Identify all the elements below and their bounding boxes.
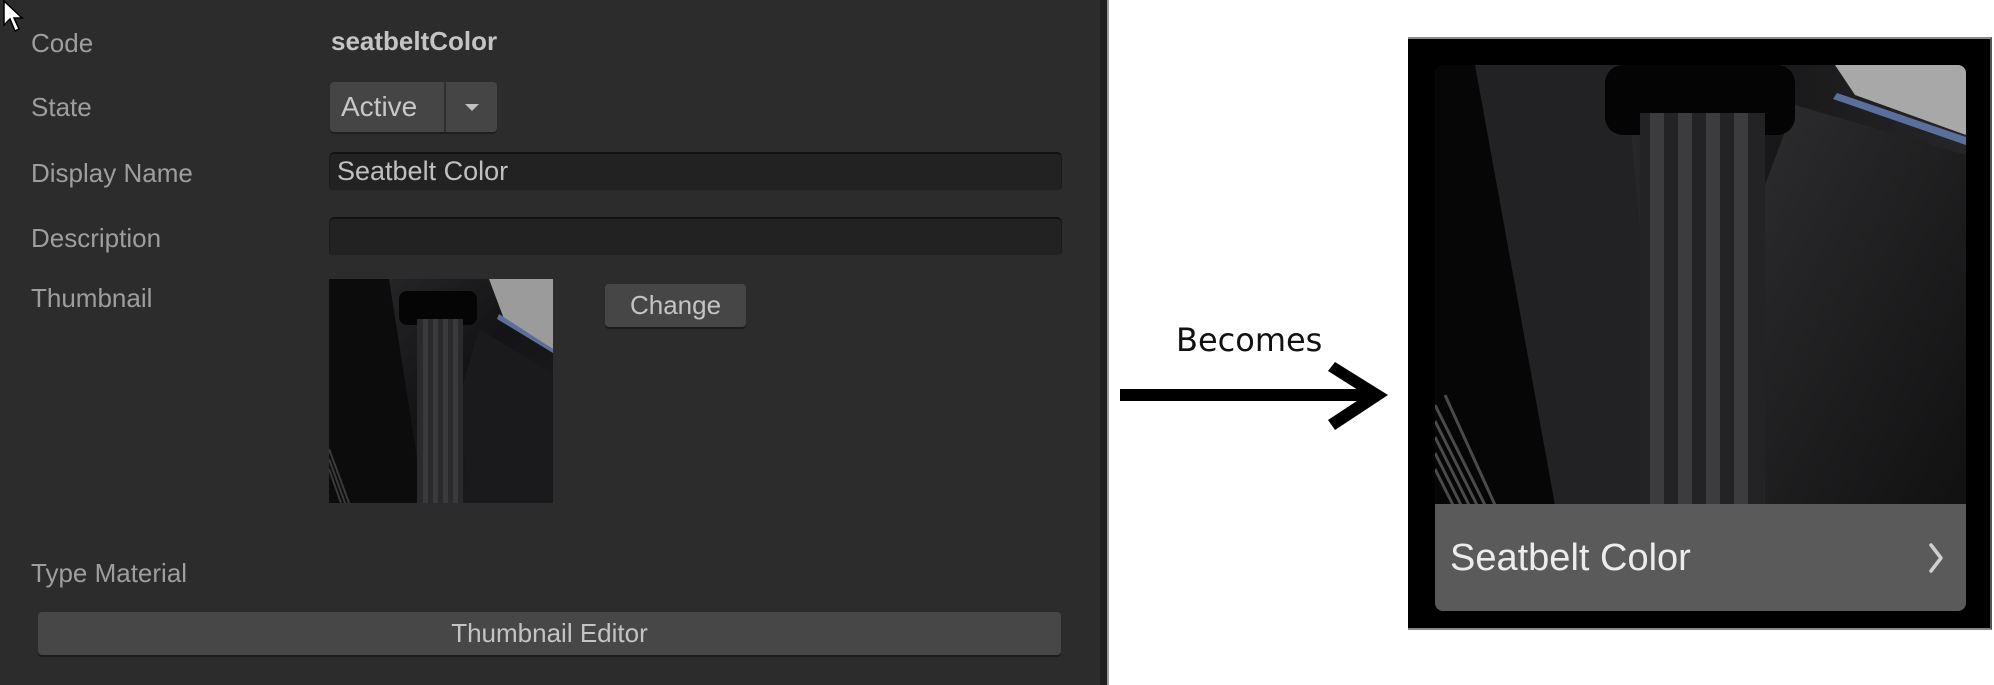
panel-border <box>1100 0 1109 685</box>
right-arrow-icon <box>1120 362 1388 430</box>
dropdown-separator <box>444 82 446 132</box>
seatbelt-thumbnail-image <box>329 279 553 503</box>
chevron-right-icon <box>1928 542 1944 574</box>
description-label: Description <box>31 223 162 253</box>
state-dropdown-value[interactable]: Active <box>330 82 444 132</box>
triangle-down-icon <box>464 103 479 111</box>
card-image <box>1435 65 1966 505</box>
mouse-cursor-icon <box>3 0 24 33</box>
change-thumbnail-button[interactable]: Change <box>605 284 746 327</box>
result-card[interactable]: Seatbelt Color <box>1408 37 1992 630</box>
description-input[interactable] <box>329 217 1062 256</box>
state-dropdown[interactable]: Active <box>330 82 497 132</box>
display-name-input[interactable]: Seatbelt Color <box>329 152 1062 191</box>
code-label: Code <box>31 28 94 58</box>
card-label-bar[interactable]: Seatbelt Color <box>1435 504 1966 611</box>
state-dropdown-button[interactable] <box>446 82 497 132</box>
display-name-label: Display Name <box>31 158 193 188</box>
becomes-caption: Becomes <box>1176 321 1323 359</box>
type-material-label: Type Material <box>31 558 188 588</box>
thumbnail-preview <box>329 279 553 503</box>
inspector-panel: Code seatbeltColor State Active Display … <box>0 0 1100 685</box>
card-title: Seatbelt Color <box>1450 536 1691 579</box>
thumbnail-label: Thumbnail <box>31 283 153 313</box>
code-value: seatbeltColor <box>331 26 498 56</box>
state-label: State <box>31 92 92 122</box>
seatbelt-card-image <box>1435 65 1966 505</box>
thumbnail-editor-button[interactable]: Thumbnail Editor <box>38 612 1061 655</box>
